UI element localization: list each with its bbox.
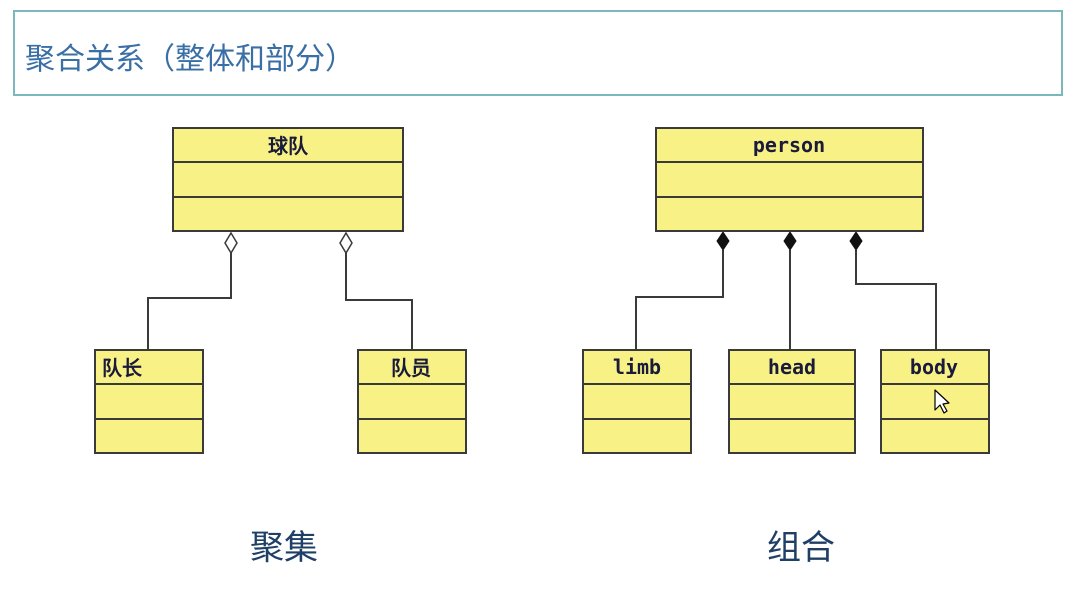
class-box-member: 队员: [357, 349, 467, 454]
class-box-head: head: [728, 349, 856, 454]
composition-diagram: person limb head body: [582, 127, 990, 454]
class-name-person: person: [753, 133, 825, 157]
composition-diamond-icon: [783, 231, 797, 251]
class-name-limb: limb: [613, 355, 661, 379]
composition-diamond-icon: [849, 231, 863, 251]
class-box-limb: limb: [582, 349, 692, 454]
class-name-body: body: [910, 355, 958, 379]
connector-person-body: [855, 250, 937, 350]
aggregation-diagram: 球队 队长 队员: [94, 127, 467, 454]
class-name-head: head: [768, 355, 816, 379]
connector-team-member: [345, 253, 413, 350]
class-name-captain: 队长: [102, 356, 143, 380]
mouse-cursor-icon: [934, 389, 950, 414]
aggregation-connectors: [147, 253, 413, 350]
aggregation-diamond-icon: [339, 231, 353, 255]
slide-title-box: 聚合关系（整体和部分）: [13, 10, 1063, 96]
aggregation-caption: 聚集: [250, 528, 318, 568]
composition-connectors: [635, 250, 937, 350]
class-box-team: 球队: [172, 127, 404, 232]
class-box-person: person: [655, 127, 924, 232]
connector-person-limb: [635, 250, 724, 350]
class-name-member: 队员: [391, 356, 431, 380]
class-box-captain: 队长: [94, 349, 204, 454]
slide-title: 聚合关系（整体和部分）: [25, 42, 355, 77]
class-name-team: 球队: [268, 134, 309, 158]
composition-diamond-icon: [716, 231, 730, 251]
composition-caption: 组合: [767, 528, 835, 568]
aggregation-diamond-icon: [224, 231, 238, 255]
connector-team-captain: [147, 253, 232, 350]
